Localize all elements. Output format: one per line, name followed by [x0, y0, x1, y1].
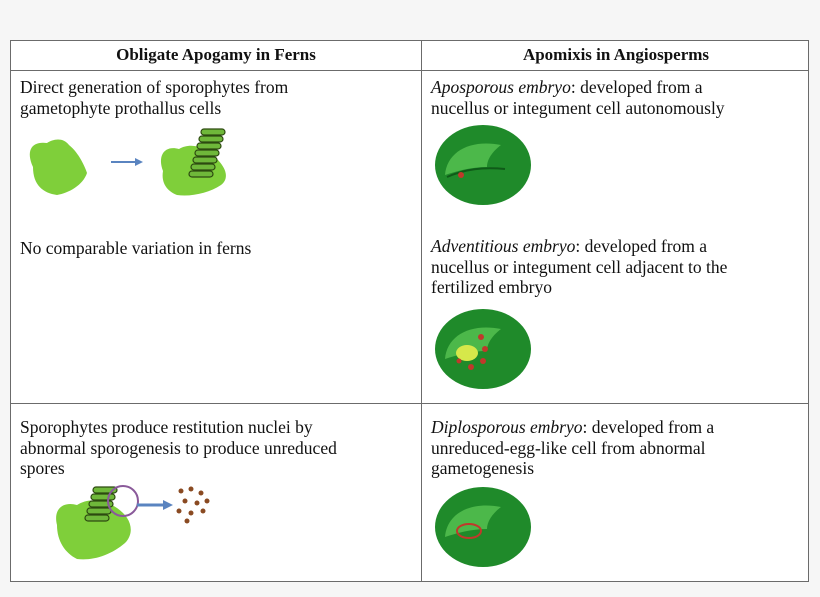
prothallus-heart-icon [29, 139, 87, 195]
term-diplosporous: Diplosporous embryo [431, 417, 583, 437]
comparison-table: Obligate Apogamy in Ferns Apomixis in An… [10, 40, 809, 582]
ferns-row3-text: Sporophytes produce restitution nuclei b… [20, 417, 337, 479]
term-aposporous: Aposporous embryo [431, 77, 571, 97]
ferns-row1-text: Direct generation of sporophytes from ga… [20, 77, 288, 118]
term-adventitious: Adventitious embryo [431, 236, 576, 256]
unreduced-spores-illustration [56, 485, 210, 560]
sporophyte-frond-icon [188, 128, 226, 178]
adventitious-cells-icon [456, 334, 488, 370]
header-divider [11, 70, 808, 71]
spores-icon [176, 486, 210, 524]
egg-cell-icon [456, 523, 482, 539]
text-line: gametophyte prothallus cells [20, 97, 222, 118]
text-line: Aposporous embryo: developed from a [431, 77, 725, 98]
text-line: Direct generation of sporophytes from [20, 77, 289, 97]
column-divider [421, 41, 422, 581]
arrow-head-icon [163, 500, 173, 510]
definition-start: : developed from a [570, 77, 703, 97]
text-line: spores [20, 458, 65, 478]
prothallus-heart-icon [56, 500, 131, 560]
text-line: nucellus or integument cell adjacent to … [431, 256, 728, 277]
text-line: Adventitious embryo: developed from a [431, 236, 727, 257]
sporangium-circle-icon [107, 485, 139, 517]
adventitious-ovule-illustration [435, 309, 531, 389]
text-line: Sporophytes produce restitution nuclei b… [20, 417, 313, 437]
embryo-cell-icon [458, 172, 464, 178]
ferns-row2-text: No comparable variation in ferns [20, 238, 251, 259]
header-ferns: Obligate Apogamy in Ferns [116, 45, 316, 64]
row-divider [11, 403, 808, 404]
angio-row1-text: Aposporous embryo: developed from a nuce… [431, 77, 725, 118]
sporophyte-frond-icon [84, 486, 118, 522]
text-line: abnormal sporogenesis to produce unreduc… [20, 437, 337, 458]
text-line: unreduced-egg-like cell from abnormal [431, 437, 706, 458]
angio-row2-text: Adventitious embryo: developed from a nu… [431, 236, 727, 298]
angio-row3-text: Diplosporous embryo: developed from a un… [431, 417, 714, 479]
text-line: nucellus or integument cell autonomously [431, 97, 725, 118]
definition-start: : developed from a [575, 236, 708, 256]
header-angiosperms: Apomixis in Angiosperms [522, 45, 710, 64]
embryo-icon [456, 345, 478, 361]
diplosporous-ovule-illustration [435, 487, 531, 567]
text-line: gametogenesis [431, 458, 535, 478]
text-line: fertilized embryo [431, 277, 552, 297]
definition-start: : developed from a [582, 417, 715, 437]
aposporous-ovule-illustration [435, 125, 531, 205]
arrow-head-icon [135, 158, 143, 166]
text-line: Diplosporous embryo: developed from a [431, 417, 714, 438]
text-line: No comparable variation in ferns [20, 238, 252, 258]
apogamy-illustration [29, 128, 226, 196]
